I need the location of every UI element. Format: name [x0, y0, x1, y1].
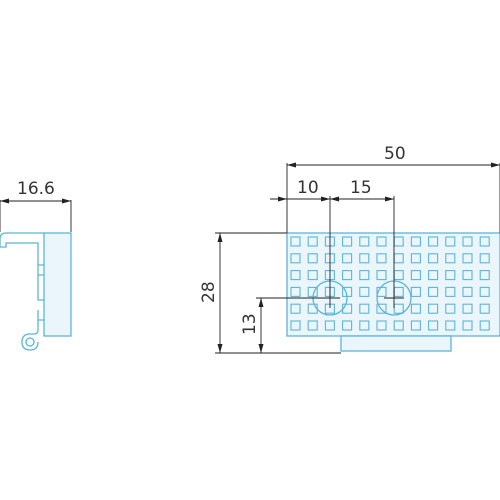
grid-cell	[428, 270, 439, 281]
grid-cell	[445, 236, 456, 247]
grid-cell	[342, 320, 353, 331]
grid-cell	[428, 253, 439, 264]
grid-cell	[428, 320, 439, 331]
grid-cell	[324, 320, 335, 331]
grid-cell	[359, 253, 370, 264]
grid-cell	[445, 320, 456, 331]
grid-cell	[290, 303, 301, 314]
grid-cell	[445, 303, 456, 314]
grid-cell	[410, 270, 421, 281]
grid-cell	[479, 270, 490, 281]
dimension-hole-height: 13	[240, 297, 330, 353]
grid-cell	[479, 286, 490, 297]
grid-cell	[359, 286, 370, 297]
grid-cell	[479, 236, 490, 247]
front-view-plate	[286, 232, 500, 337]
front-view-base-rail	[340, 335, 452, 352]
grid-cell	[359, 270, 370, 281]
dimension-hole-offset: 10	[270, 178, 331, 298]
grid-cell	[307, 320, 318, 331]
dimension-hole-spacing: 15	[330, 178, 395, 298]
grid-cell	[462, 303, 473, 314]
grid-cell	[290, 253, 301, 264]
grid-cell	[462, 320, 473, 331]
side-view-hook-circle	[25, 337, 35, 347]
front-view-grid	[290, 236, 490, 331]
grid-cell	[462, 286, 473, 297]
grid-cell	[393, 320, 404, 331]
grid-cell	[410, 303, 421, 314]
grid-cell	[410, 286, 421, 297]
grid-cell	[359, 236, 370, 247]
grid-cell	[307, 270, 318, 281]
grid-cell	[462, 270, 473, 281]
grid-cell	[290, 320, 301, 331]
grid-cell	[290, 236, 301, 247]
grid-cell	[410, 253, 421, 264]
grid-cell	[307, 253, 318, 264]
grid-cell	[290, 270, 301, 281]
grid-cell	[342, 236, 353, 247]
grid-cell	[410, 236, 421, 247]
front-view	[286, 232, 500, 352]
grid-cell	[462, 253, 473, 264]
grid-cell	[307, 236, 318, 247]
grid-cell	[428, 286, 439, 297]
grid-cell	[376, 270, 387, 281]
grid-cell	[428, 236, 439, 247]
grid-cell	[290, 286, 301, 297]
dimension-label-side-width: 16.6	[17, 179, 55, 199]
grid-cell	[376, 320, 387, 331]
grid-cell	[410, 320, 421, 331]
grid-cell	[342, 253, 353, 264]
grid-cell	[445, 286, 456, 297]
side-view	[0, 232, 72, 351]
dimension-side-width: 16.6	[0, 179, 72, 232]
grid-cell	[359, 303, 370, 314]
dimension-label-height: 28	[199, 281, 219, 303]
grid-cell	[376, 253, 387, 264]
side-view-clip-profile	[0, 232, 44, 351]
grid-cell	[445, 253, 456, 264]
grid-cell	[393, 303, 404, 314]
grid-cell	[342, 270, 353, 281]
dimension-label-overall-width: 50	[384, 144, 406, 164]
dimension-label-hole-height: 13	[240, 313, 260, 335]
grid-cell	[479, 303, 490, 314]
grid-cell	[376, 303, 387, 314]
dimension-label-hole-spacing: 15	[350, 178, 372, 198]
grid-cell	[428, 303, 439, 314]
side-view-body	[43, 232, 72, 337]
grid-cell	[479, 320, 490, 331]
dimension-overall-width: 50	[286, 144, 500, 233]
dimension-height: 28	[199, 232, 341, 354]
grid-cell	[479, 253, 490, 264]
grid-cell	[445, 270, 456, 281]
grid-cell	[359, 320, 370, 331]
grid-cell	[462, 236, 473, 247]
dimension-label-hole-offset: 10	[297, 178, 319, 198]
grid-cell	[376, 236, 387, 247]
